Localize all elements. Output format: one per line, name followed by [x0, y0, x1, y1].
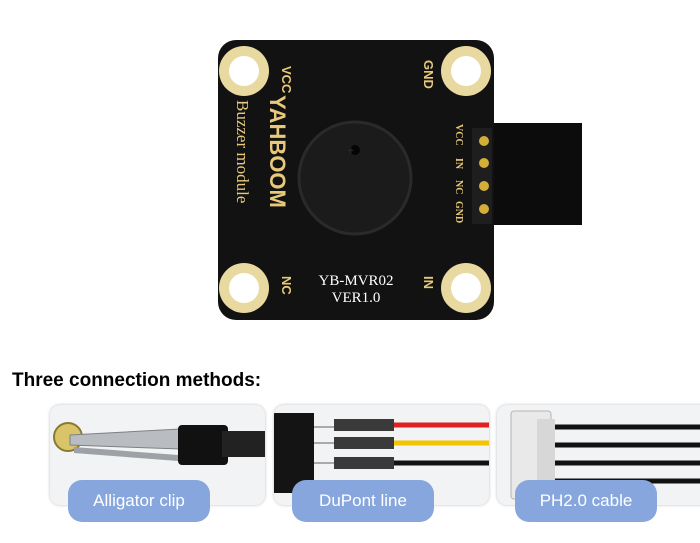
connector-pin-vcc: VCC [453, 124, 464, 146]
method-card-ph2-cable: PH2.0 cable [497, 405, 700, 530]
ph2-cable-label: PH2.0 cable [515, 480, 657, 522]
connector-pin-nc: NC [453, 180, 464, 194]
buzzer-module-photo: + VCC GND NC IN YAHBOOM Buzzer module VC… [218, 40, 582, 320]
alligator-clip-label: Alligator clip [68, 480, 210, 522]
pin-label-in: IN [421, 276, 436, 289]
model-number: YB-MVR02 [318, 273, 393, 289]
buzzer-plus-mark: + [348, 146, 354, 157]
method-card-alligator-clip: Alligator clip [50, 405, 265, 530]
mounting-hole-top-left [219, 46, 269, 96]
buzzer-component [297, 120, 413, 236]
connector-pin-in: IN [453, 158, 464, 170]
method-card-dupont-line: DuPont line [274, 405, 489, 530]
pin-label-gnd: GND [421, 60, 436, 89]
section-title: Three connection methods: [12, 370, 262, 391]
pin-label-vcc: VCC [279, 66, 294, 94]
dupont-line-label: DuPont line [292, 480, 434, 522]
connector-housing [492, 123, 582, 225]
version-number: VER1.0 [332, 290, 381, 306]
mounting-hole-bottom-right [441, 263, 491, 313]
pin-label-nc: NC [279, 276, 294, 295]
module-name-text: Buzzer module [233, 100, 252, 203]
brand-logo-text: YAHBOOM [265, 95, 290, 208]
connector-pin-gnd: GND [453, 201, 464, 223]
mounting-hole-bottom-left [219, 263, 269, 313]
mounting-hole-top-right [441, 46, 491, 96]
